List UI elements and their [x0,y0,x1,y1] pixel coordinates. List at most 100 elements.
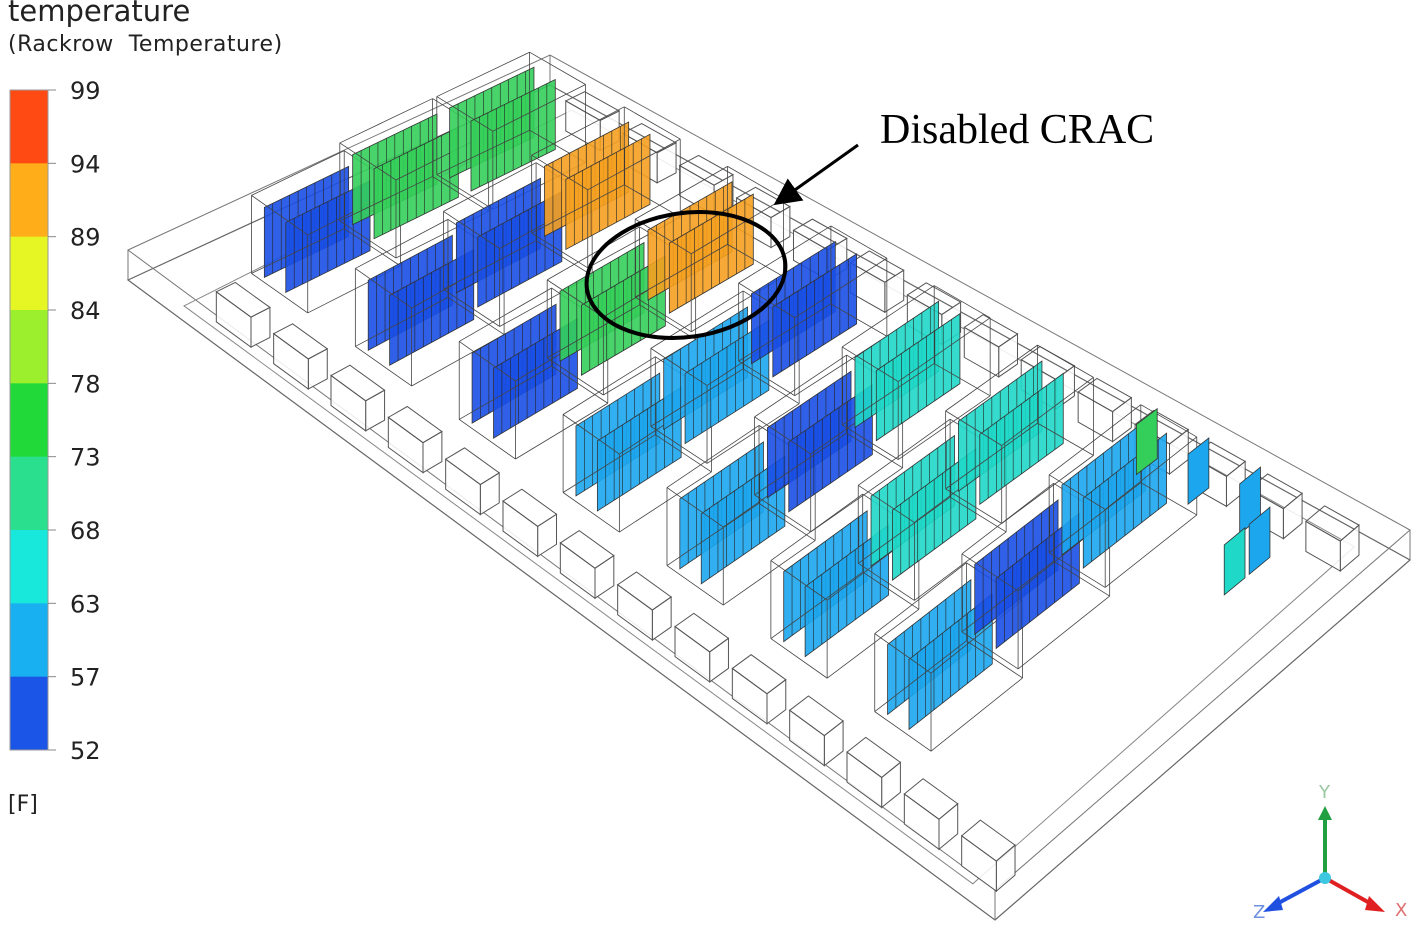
rack-frame-edge [666,565,724,606]
rack-frame-edge [841,285,935,348]
legend-subtitle: (Rackrow Temperature) [8,32,283,57]
rack-frame-edge [1053,561,1110,597]
crac-unit-right [1077,377,1133,443]
rack-frame-edge [841,363,935,426]
legend-band [10,383,48,458]
crac-unit-left [674,612,730,683]
crac-unit-left-face [387,405,443,444]
rack-frame-edge [961,561,1054,633]
rack-frame-edge [691,198,784,255]
crac-unit-right-face [735,186,791,219]
crac-unit-right-face [792,218,848,251]
rack-frame-edge [727,244,784,278]
rack-frame-edge [1037,422,1094,456]
rack-row [436,51,586,210]
annotation-label: Disabled CRAC [880,107,1155,153]
rack-frame-edge [1001,377,1094,446]
rack-frame-edge [830,303,888,337]
rack-frame-edge [562,356,656,415]
crac-unit-left [502,488,558,558]
crac-unit-left [731,654,787,725]
rack-frame-edge [355,268,412,309]
rack-frame-edge [546,304,640,359]
rack-row [874,562,1023,752]
rack-frame-edge [436,96,494,132]
rack-frame-edge [738,282,795,318]
rack-frame-edge [738,303,832,362]
rack-frame-edge [810,467,903,533]
rack-frame-edge [961,483,1054,555]
rack-frame-edge [551,365,609,404]
legend-tick-label: 89 [70,224,101,252]
crac-unit-left [616,571,673,642]
rack-frame-edge [1048,482,1142,554]
legend-frame [9,89,49,751]
small-rack [1135,407,1158,476]
rack-frame-edge [934,285,991,319]
legend-band [10,163,48,238]
rack-frame-edge [251,273,308,314]
legend-band [10,310,48,384]
rack-frame-edge [858,418,951,486]
rack-frame-edge [874,633,932,674]
rack-frame-edge [531,106,625,156]
rack-frame-edge [459,365,552,420]
rack-frame-edge [794,257,888,318]
crac-unit-left-face [846,736,902,779]
crac-unit-left-face [444,447,501,486]
rack-frame-edge [458,341,516,382]
legend-tick-label: 99 [70,77,101,105]
rack-row [770,493,920,679]
rack-frame-edge [447,297,505,335]
rack-frame-edge [758,503,816,541]
y-axis-label: Y [1318,782,1331,803]
annotation-arrow [773,143,859,206]
legend-band [10,456,48,531]
rack-frame-edge [949,496,1007,533]
x-axis-label: X [1395,900,1407,921]
rack-frame-edge [770,493,863,561]
rack-row [945,344,1094,524]
crac-unit-right-face [1305,505,1360,542]
legend-tick-label: 78 [70,370,101,398]
rack-frame-edge [436,129,530,175]
crac-unit-left-face [272,323,329,360]
crac-unit-left-face [731,654,787,695]
rack-row [857,418,1007,601]
rack-frame-edge [1001,455,1094,524]
rack-frame-edge [841,424,899,460]
z-axis-arrowhead [1263,896,1283,912]
axis-triad: YXZ [1253,782,1407,923]
small-rack-face [1248,506,1271,576]
small-rack-face [1223,526,1246,596]
rack-row [339,98,490,259]
crac-unit-left [960,819,1016,893]
rack-frame-edge [770,571,863,639]
crac-unit-left-face [215,281,271,318]
legend-unit: [F] [8,792,38,817]
rack-frame-edge [897,395,991,460]
rack-frame-edge [742,368,800,405]
rack-frame-edge [738,360,795,396]
rack-frame-edge [1140,404,1197,438]
rack-frame-edge [858,563,915,601]
legend-band [10,676,48,751]
z-axis-line [1272,876,1326,908]
rack-frame-edge [1017,595,1110,670]
rack-frame-edge [339,98,433,144]
rack-frame-edge [666,503,760,566]
crac-unit-left [387,405,443,474]
rack-frame-edge [515,402,608,460]
rack-frame-edge [443,162,537,212]
crac-unit-right-face [678,154,734,186]
legend-band [10,236,48,311]
legend-band [10,530,48,604]
crac-unit-right-face [963,314,1019,348]
rack-frame-edge [355,346,412,387]
rack-frame-edge [770,560,828,601]
small-rack [1187,437,1210,506]
rack-frame-edge [961,631,1019,670]
rack-frame-edge [546,279,604,318]
rack-frame-edge [251,150,345,196]
